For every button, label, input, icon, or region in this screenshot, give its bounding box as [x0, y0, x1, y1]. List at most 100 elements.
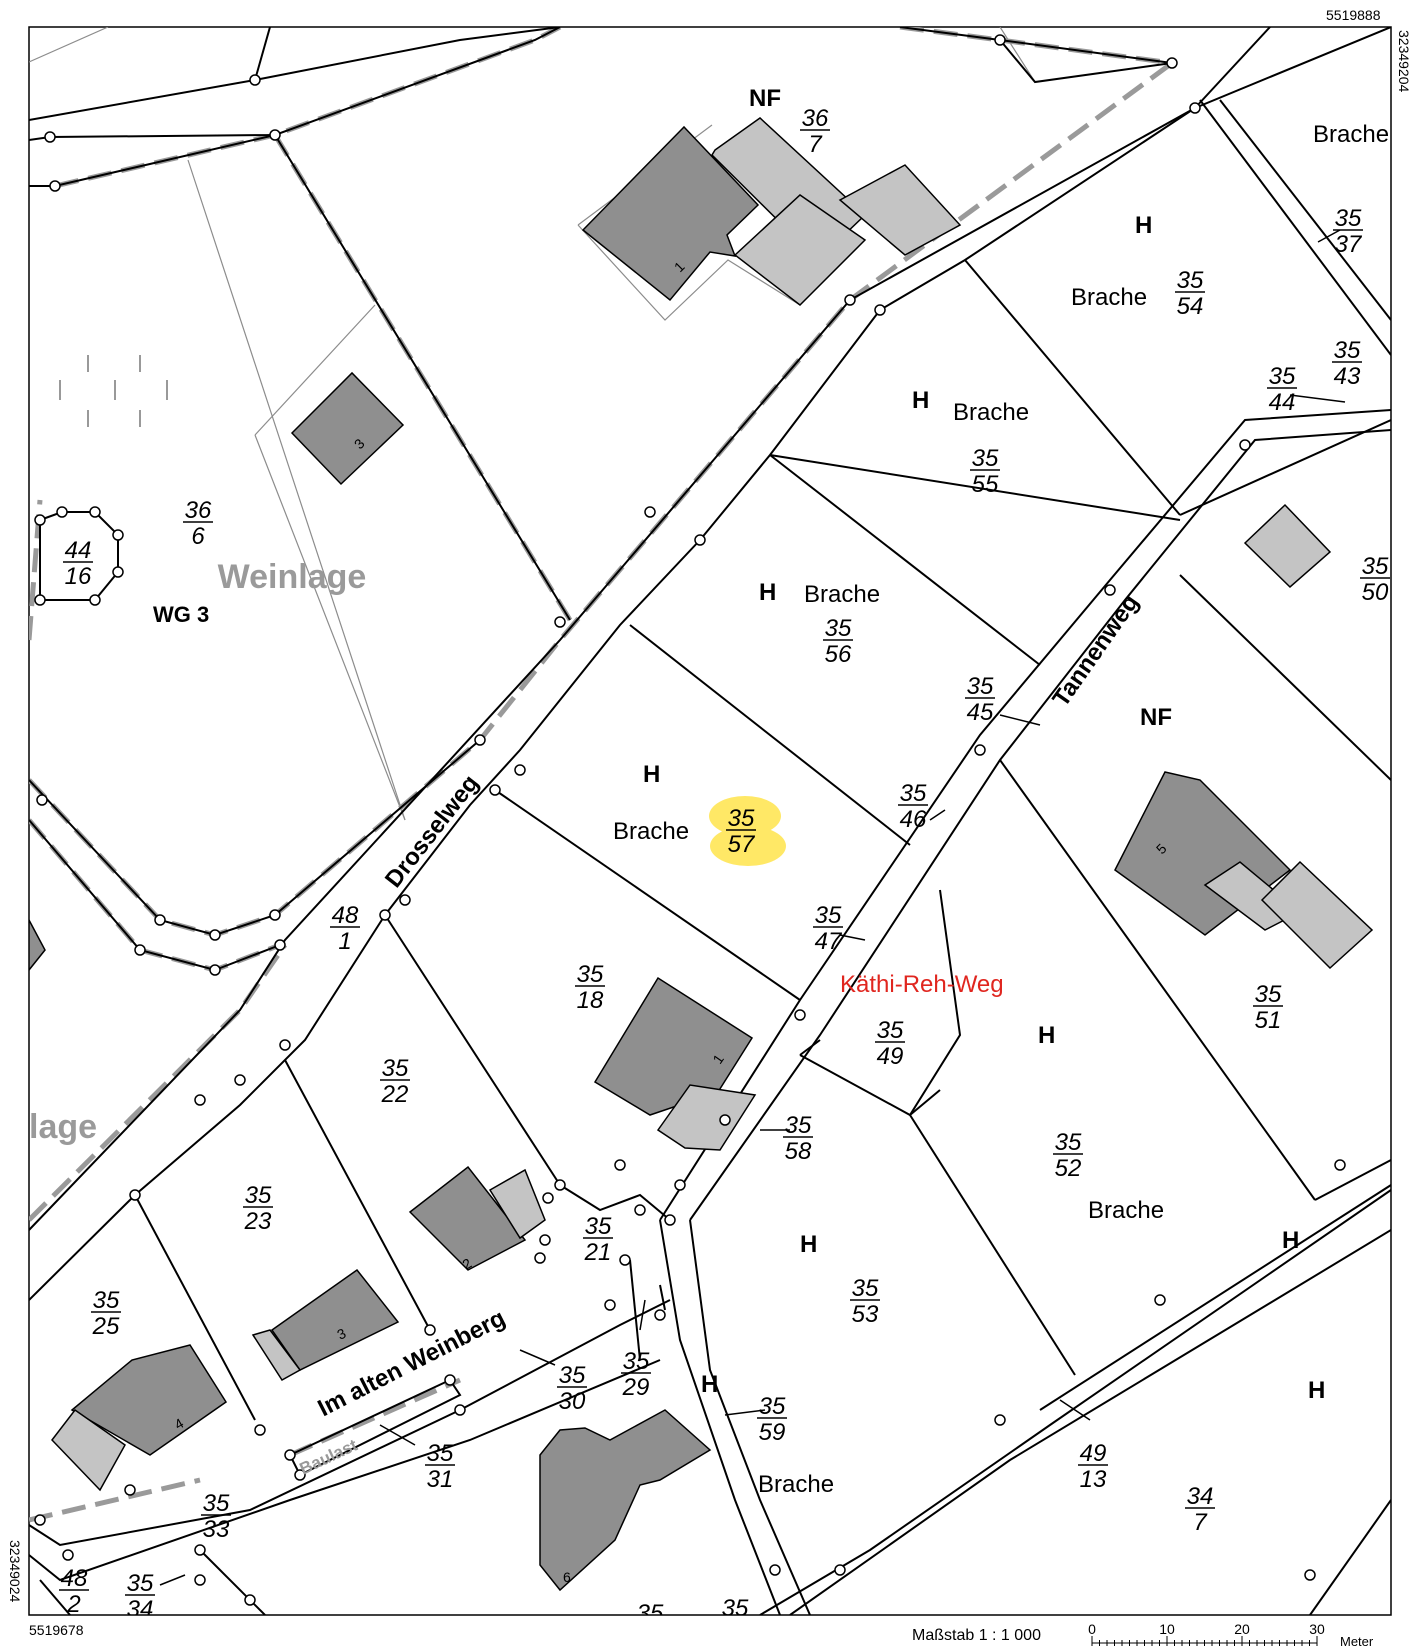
- building-dark: [70, 1344, 228, 1456]
- survey-point: [1304, 1569, 1316, 1581]
- survey-point: [274, 939, 286, 951]
- survey-point: [244, 1594, 256, 1606]
- parcel-number: 35: [722, 1595, 749, 1622]
- coord-right-top: 32349204: [1396, 30, 1412, 93]
- survey-point: [1166, 57, 1178, 69]
- survey-point: [694, 534, 706, 546]
- street-drosselweg: Drosselweg: [380, 770, 484, 893]
- building-dark: [29, 919, 46, 972]
- use-label-brache: Brache: [804, 581, 880, 608]
- survey-point: [542, 1192, 554, 1204]
- area-label-weinlage-partial: lage: [29, 1108, 97, 1146]
- survey-point: [474, 734, 486, 746]
- parcel-denominator: 34: [127, 1596, 154, 1623]
- use-label-h: H: [1038, 1022, 1055, 1049]
- building-light: [838, 164, 962, 256]
- building-dark: [408, 1165, 527, 1271]
- parcel-denominator: 33: [203, 1516, 230, 1543]
- survey-point: [834, 1564, 846, 1576]
- use-label-brache: Brache: [613, 818, 689, 845]
- parcel-denominator: 49: [877, 1043, 904, 1070]
- parcel-denominator: 6: [191, 523, 205, 550]
- use-label-nf: NF: [1140, 704, 1172, 731]
- survey-point: [534, 1252, 546, 1264]
- parcel-denominator: 46: [900, 806, 927, 833]
- parcel-numerator: 49: [1080, 1440, 1107, 1467]
- survey-point: [974, 744, 986, 756]
- parcel-number: 367: [800, 105, 830, 158]
- parcel-numerator: 35: [93, 1287, 120, 1314]
- use-label-h: H: [643, 761, 660, 788]
- buildings: [29, 117, 1374, 1592]
- survey-point: [56, 506, 68, 518]
- pointer-arrows: [159, 229, 1346, 1586]
- building-light: [656, 1084, 757, 1151]
- parcel-denominator: 1: [338, 928, 351, 955]
- parcel-numerator: 35: [427, 1440, 454, 1467]
- scale-tick-0: 0: [1088, 1621, 1096, 1637]
- parcel-denominator: 59: [759, 1419, 786, 1446]
- survey-point: [1154, 1294, 1166, 1306]
- use-label-h: H: [1282, 1227, 1299, 1254]
- parcel-numerator: 35: [785, 1112, 812, 1139]
- survey-point: [194, 1094, 206, 1106]
- parcel-denominator: 45: [967, 699, 994, 726]
- survey-point: [634, 1204, 646, 1216]
- parcel-numerator: 35: [900, 780, 927, 807]
- parcel-numerator: 35: [728, 805, 755, 832]
- survey-point: [36, 794, 48, 806]
- parcel-numerator: 44: [65, 537, 92, 564]
- parcel-denominator: 7: [808, 131, 823, 158]
- survey-point: [654, 1309, 666, 1321]
- parcel-denominator: 16: [65, 563, 92, 590]
- parcel-denominator: 47: [815, 928, 843, 955]
- scale-tick-20: 20: [1234, 1621, 1250, 1637]
- parcel-number: 482: [59, 1565, 89, 1618]
- survey-point: [619, 1254, 631, 1266]
- parcel-number: 35: [637, 1600, 664, 1615]
- parcel-numerator: 35: [623, 1348, 650, 1375]
- parcel-denominator: 44: [1269, 389, 1296, 416]
- use-label-h: H: [912, 387, 929, 414]
- survey-point: [514, 764, 526, 776]
- survey-point: [1189, 102, 1201, 114]
- parcel-numerator: 35: [245, 1182, 272, 1209]
- parcel-numerator: 35: [759, 1393, 786, 1420]
- parcel-denominator: 30: [559, 1388, 586, 1415]
- building-dark: [539, 1409, 712, 1592]
- survey-point: [234, 1074, 246, 1086]
- use-labels: NF NF H H H H H H H H H Brache Brache Br…: [613, 85, 1389, 1498]
- parcel-numerator: 36: [802, 105, 829, 132]
- use-label-brache: Brache: [953, 399, 1029, 426]
- building-light: [733, 194, 867, 306]
- parcel-numerator: 35: [1177, 267, 1204, 294]
- survey-point: [284, 1449, 296, 1461]
- parcel-denominator: 2: [66, 1591, 80, 1618]
- parcel-numerator: 35: [972, 445, 999, 472]
- use-label-h: H: [1308, 1377, 1325, 1404]
- survey-point: [209, 929, 221, 941]
- parcel-numerator: 35: [559, 1362, 586, 1389]
- survey-point: [539, 1234, 551, 1246]
- street-tannenweg: Tannenweg: [1047, 590, 1144, 712]
- parcel-denominator: 57: [728, 831, 756, 858]
- survey-point: [34, 1514, 46, 1526]
- survey-point: [874, 304, 886, 316]
- parcel-numerator: 35: [722, 1595, 749, 1622]
- parcel-denominator: 25: [92, 1313, 120, 1340]
- parcel-numerator: 35: [825, 615, 852, 642]
